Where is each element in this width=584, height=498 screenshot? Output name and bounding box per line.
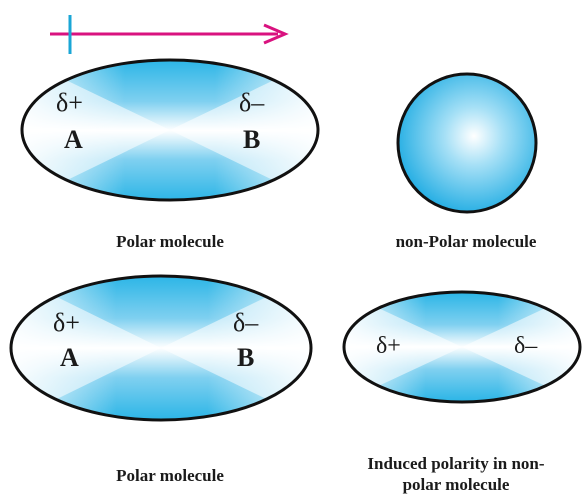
atom-b-label: B [243, 125, 260, 154]
caption-induced-line2: polar molecule [403, 475, 510, 494]
nonpolar-molecule [398, 74, 536, 212]
caption-polar-bottom: Polar molecule [116, 466, 224, 485]
polar-molecule-bottom: δ+ δ– A B [10, 274, 314, 422]
charge-delta-minus: δ– [514, 333, 538, 359]
charge-delta-plus: δ+ [376, 333, 401, 359]
atom-a-label: A [60, 343, 79, 372]
atom-a-label: A [64, 125, 83, 154]
dipole-arrow [50, 15, 285, 54]
charge-delta-minus: δ– [233, 308, 259, 337]
atom-b-label: B [237, 343, 254, 372]
charge-delta-plus: δ+ [53, 308, 80, 337]
nonpolar-sphere [398, 74, 536, 212]
induced-molecule: δ+ δ– [342, 291, 582, 403]
caption-nonpolar: non-Polar molecule [396, 232, 537, 251]
charge-delta-plus: δ+ [56, 88, 83, 117]
caption-induced-line1: Induced polarity in non- [367, 454, 544, 473]
caption-polar-top: Polar molecule [116, 232, 224, 251]
charge-delta-minus: δ– [239, 88, 265, 117]
polar-molecule-top: δ+ δ– A B [20, 58, 320, 203]
